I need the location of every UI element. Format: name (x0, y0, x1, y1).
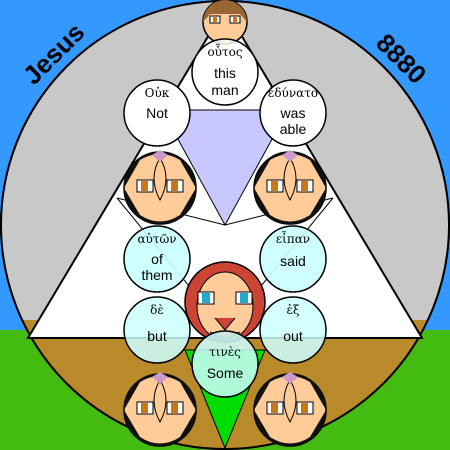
word-circle-ouk: Οὐκ Not (123, 79, 191, 147)
word-circle-auton: αὐτῶν of them (123, 225, 191, 293)
face-left-mid (123, 150, 197, 225)
svg-text:δὲ: δὲ (150, 303, 164, 317)
face-center (184, 261, 266, 343)
face-right-mid (253, 150, 327, 225)
svg-text:this: this (214, 65, 236, 81)
face-bottom-right (253, 372, 327, 447)
word-circle-eipan: εἶπαν said (259, 225, 327, 293)
svg-text:them: them (141, 267, 172, 283)
svg-text:Not: Not (146, 105, 168, 121)
face-top (202, 0, 248, 45)
svg-text:τινὲς: τινὲς (209, 345, 241, 359)
svg-text:man: man (211, 82, 238, 98)
word-circle-houtos: οὗτος this man (191, 38, 259, 106)
lavender-triangle (161, 109, 289, 227)
svg-text:Some: Some (207, 365, 244, 381)
face-bottom-left (123, 372, 197, 447)
word-circle-ex: ἐξ out (259, 296, 327, 364)
svg-text:able: able (280, 121, 307, 137)
svg-text:Οὐκ: Οὐκ (145, 86, 170, 100)
svg-text:but: but (147, 328, 167, 344)
word-circle-de: δὲ but (123, 296, 191, 364)
svg-text:ἐξ: ἐξ (286, 303, 299, 317)
svg-text:αὐτῶν: αὐτῶν (137, 232, 176, 246)
svg-text:εἶπαν: εἶπαν (276, 230, 310, 246)
word-circle-edunato: ἐδύνατο was able (259, 79, 327, 147)
svg-text:was: was (280, 105, 306, 121)
word-circle-tines: τινὲς Some (191, 330, 259, 398)
svg-text:out: out (283, 328, 303, 344)
svg-text:ἐδύνατο: ἐδύνατο (268, 86, 318, 100)
svg-text:οὗτος: οὗτος (207, 43, 242, 59)
svg-text:said: said (280, 253, 306, 269)
svg-text:of: of (151, 251, 163, 267)
